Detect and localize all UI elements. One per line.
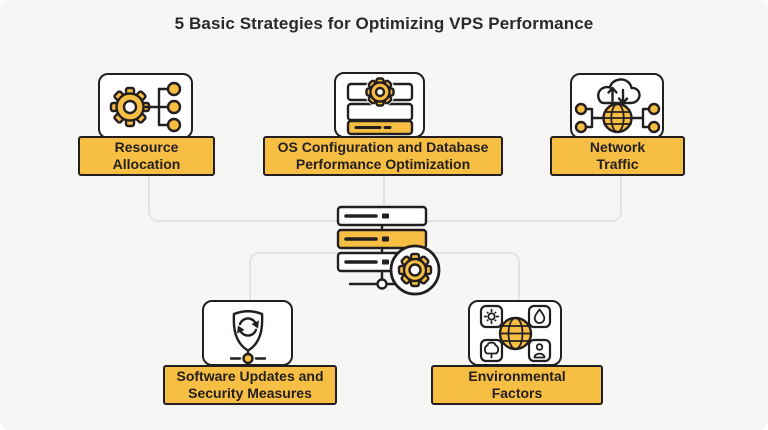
os-database-card [334, 72, 425, 138]
page-title: 5 Basic Strategies for Optimizing VPS Pe… [174, 14, 594, 33]
os-database-label: OS Configuration and Database Performanc… [263, 136, 503, 176]
network-traffic-card [570, 73, 664, 139]
resource-allocation-label: Resource Allocation [78, 136, 215, 176]
environmental-factors-label: Environmental Factors [431, 365, 603, 405]
central-server-node [330, 197, 450, 297]
server-rows-gear-icon [346, 76, 413, 135]
server-stack-gear-icon [336, 205, 441, 296]
software-security-card [202, 300, 293, 366]
connector-bottom-left [249, 252, 386, 302]
environmental-factors-card [468, 300, 562, 366]
connector-top-right [384, 175, 622, 222]
globe-environment-grid-icon [479, 304, 551, 362]
software-security-label: Software Updates and Security Measures [163, 365, 337, 405]
connector-bottom-right [384, 252, 520, 302]
gear-allocation-tree-icon [109, 81, 181, 132]
network-traffic-label: Network Traffic [550, 136, 685, 176]
connector-center-stub [383, 175, 385, 205]
cloud-transfer-globe-icon [574, 77, 660, 133]
connector-top-left [148, 175, 386, 222]
shield-refresh-icon [229, 309, 266, 364]
resource-allocation-card [98, 73, 193, 139]
